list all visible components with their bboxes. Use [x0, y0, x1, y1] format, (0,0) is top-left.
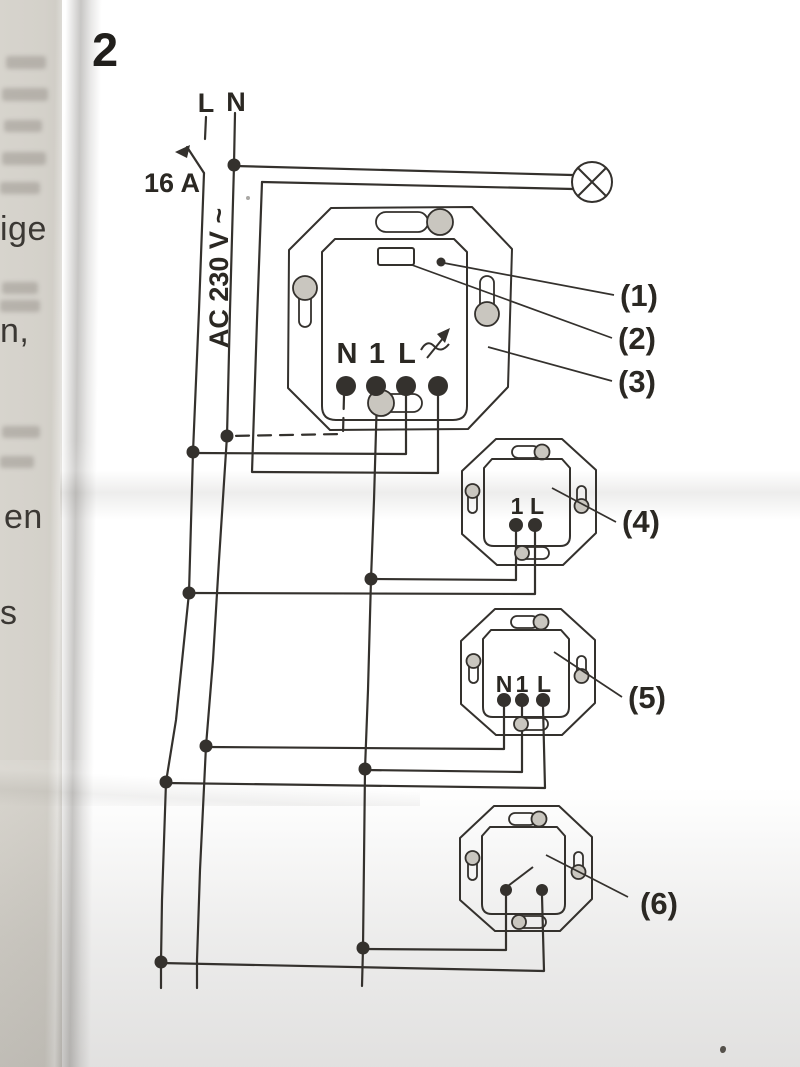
showthrough-blur	[2, 282, 38, 294]
ext5-terminal-n-label: N	[496, 671, 513, 697]
callout-label-6: (6)	[640, 886, 678, 921]
l-branch-to-dimmer	[191, 394, 408, 456]
control-1-bus-wire	[360, 394, 379, 988]
extension-unit-5: N 1 L	[460, 608, 596, 736]
showthrough-blur	[2, 152, 46, 165]
callout-line-1	[443, 262, 615, 296]
branch-l-to-ext4	[187, 529, 537, 596]
page-fragment-text: ige	[0, 210, 47, 248]
led-indicator	[436, 257, 446, 267]
showthrough-blur	[2, 426, 40, 438]
dimmer-terminal-n-label: N	[337, 338, 358, 370]
callout-line-3	[487, 346, 613, 382]
callout-line-4	[551, 487, 617, 523]
callout-line-2	[411, 264, 613, 339]
callout-label-2: (2)	[618, 321, 656, 356]
paper-speck	[720, 1046, 726, 1053]
dashed-neutral-branch	[226, 394, 346, 438]
paper-shading	[0, 787, 800, 1067]
branch-l-to-ext6	[159, 894, 546, 973]
showthrough-blur	[0, 300, 40, 312]
showthrough-blur	[4, 120, 42, 132]
callout-line-6	[545, 854, 629, 898]
supply-l-label: L	[198, 88, 215, 118]
ext5-terminal-l-label: L	[537, 671, 551, 697]
branch-l-to-ext5	[164, 704, 547, 790]
push-switch-icon	[500, 866, 548, 896]
fuse-rating-label: 16 A	[144, 168, 200, 198]
page-fragment-text: en	[4, 498, 43, 536]
dimmer-terminal-l-label: L	[398, 338, 416, 370]
callout-line-5	[553, 651, 623, 698]
switch-16a-icon	[175, 115, 208, 175]
ext4-terminal-1-label: 1	[511, 493, 524, 519]
extension-unit-4: 1 L	[461, 438, 597, 566]
l-bus-wire	[159, 171, 206, 990]
branch-1-to-ext4	[369, 529, 518, 582]
showthrough-blur	[0, 456, 34, 468]
showthrough-blur	[0, 182, 40, 194]
ext4-terminal-l-label: L	[530, 493, 544, 519]
callout-label-3: (3)	[618, 364, 656, 399]
branch-n-to-ext5	[204, 704, 506, 751]
ext5-terminal-1-label: 1	[516, 671, 529, 697]
supply-n-label: N	[226, 87, 246, 117]
paper-crease	[60, 440, 800, 520]
extension-unit-6	[459, 805, 593, 932]
dimmer-arrow-icon	[420, 328, 450, 359]
dimmer-unit: N 1 L	[287, 206, 513, 431]
lamp-icon	[571, 161, 613, 203]
branch-1-to-ext5	[363, 704, 524, 774]
page-fragment-text: n,	[0, 312, 30, 350]
callout-label-4: (4)	[622, 504, 660, 539]
folded-page-edge	[0, 0, 62, 1067]
program-button	[377, 247, 415, 266]
junction-dots	[154, 158, 378, 969]
n-bus-wire	[195, 111, 237, 990]
figure-number: 2	[92, 23, 119, 76]
callout-label-1: (1)	[620, 278, 658, 313]
paper-speck	[246, 196, 250, 200]
dimmer-terminal-1-label: 1	[369, 338, 385, 370]
lamp-wires	[233, 164, 575, 475]
callout-label-5: (5)	[628, 680, 666, 715]
showthrough-blur	[2, 88, 48, 101]
showthrough-blur	[6, 56, 46, 69]
page-fragment-text: s	[0, 594, 18, 632]
